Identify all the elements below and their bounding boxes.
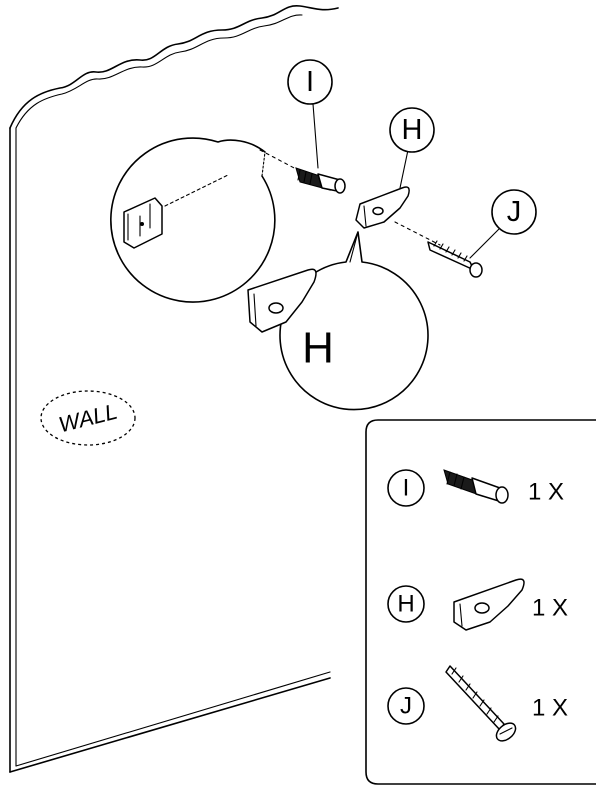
screw-icon (445, 665, 517, 742)
bracket-detail-letter: H (302, 324, 334, 373)
parts-list-quantity: 1 X (532, 695, 568, 722)
assembly-axis-left (259, 149, 299, 171)
callout-screw: J (491, 189, 537, 235)
wall-label: WALL (40, 390, 136, 446)
callout-bracket-letter: H (402, 114, 423, 146)
parts-list-row-bracket: H 1 X (387, 578, 568, 631)
parts-list-letter: J (400, 693, 412, 720)
screw-leader-line (469, 227, 501, 259)
wall-label-text: WALL (56, 399, 120, 438)
screw-icon (427, 240, 483, 278)
bracket-leader-line (399, 149, 409, 189)
wall-panel (9, 5, 339, 773)
parts-list-box (365, 419, 596, 785)
callout-anchor: I (287, 59, 333, 105)
parts-list-quantity: 1 X (528, 479, 564, 506)
callout-screw-letter: J (507, 196, 522, 228)
wall-anchor-icon (443, 469, 509, 504)
bracket-clip-icon (453, 578, 525, 631)
bracket-clip-icon (355, 186, 410, 229)
parts-list-letter: I (403, 475, 410, 502)
wall-anchor-icon (295, 167, 346, 194)
assembly-axis-right (394, 221, 441, 246)
callout-bracket: H (389, 107, 435, 153)
drill-detail-circle (110, 137, 276, 303)
anchor-leader-line (312, 103, 319, 169)
parts-list-letter: H (397, 591, 414, 618)
parts-list-row-anchor: I 1 X (387, 469, 564, 507)
parts-list-row-screw: J 1 X (387, 665, 568, 742)
bracket-detail-circle: H (247, 231, 429, 411)
callout-anchor-letter: I (306, 66, 314, 98)
parts-list-quantity: 1 X (532, 595, 568, 622)
